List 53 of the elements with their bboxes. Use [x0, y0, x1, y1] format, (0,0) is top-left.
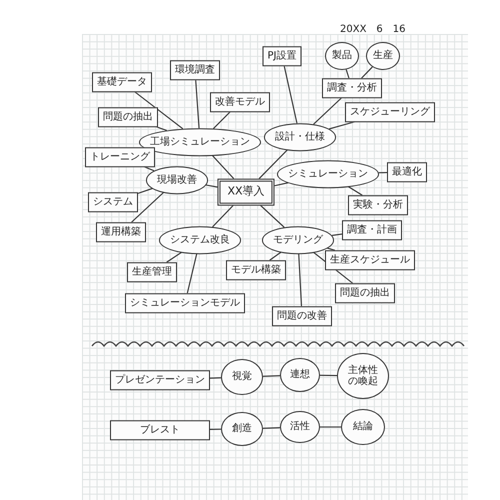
topic-box: 調査・計画: [342, 220, 402, 240]
topic-box: PJ設置: [262, 46, 302, 66]
connector-line: [206, 184, 218, 188]
connector-line: [332, 234, 342, 236]
topic-box: 環境調査: [170, 60, 220, 80]
topic-box: 問題の抽出: [98, 107, 158, 127]
connector-line: [131, 192, 164, 223]
topic-box: 生産管理: [127, 262, 177, 282]
connector-line: [166, 252, 182, 263]
connector-line: [258, 149, 288, 180]
connector-line: [313, 97, 342, 125]
connector-line: [320, 374, 338, 376]
connector-line: [284, 66, 298, 124]
topic-box: 基礎データ: [92, 72, 152, 92]
connector-line: [144, 166, 154, 172]
connector-line: [213, 111, 231, 129]
connector-line: [260, 204, 285, 228]
connector-line: [262, 427, 280, 429]
topic-box: システム: [88, 192, 138, 212]
topic-box: 生産スケジュール: [325, 250, 415, 270]
topic-box: 改善モデル: [210, 92, 270, 112]
connector-line: [212, 204, 234, 228]
topic-box: モデル構築: [226, 260, 286, 280]
date-text: 20XX 6 16: [340, 23, 406, 36]
topic-box: シミュレーションモデル: [125, 293, 245, 313]
connector-line: [262, 375, 280, 377]
connector-line: [195, 80, 200, 128]
connector-line: [328, 121, 356, 130]
connector-line: [298, 254, 302, 306]
topic-box: プレゼンテーション: [110, 370, 210, 390]
connector-line: [348, 186, 363, 196]
topic-box: トレーニング: [85, 147, 155, 167]
topic-box: ブレスト: [110, 420, 210, 440]
topic-box: 問題の抽出: [335, 283, 395, 303]
connector-line: [134, 91, 184, 130]
topic-box: 実験・分析: [348, 195, 408, 215]
connector-line: [269, 252, 282, 261]
connector-line: [186, 254, 198, 294]
connector-line: [274, 182, 289, 186]
connector-line: [320, 426, 341, 428]
connector-line: [210, 428, 221, 430]
connector-line: [212, 155, 234, 180]
connector-line: [361, 66, 373, 79]
connector-line: [138, 188, 153, 194]
central-topic-box: XX導入: [217, 178, 275, 206]
connector-line: [210, 377, 222, 379]
topic-box: スケジューリング: [345, 102, 435, 122]
topic-box: 問題の改善: [272, 306, 332, 326]
topic-box: 運用構築: [96, 222, 146, 242]
connector-line: [346, 69, 350, 78]
topic-box: 最適化: [387, 162, 427, 182]
connector-line: [156, 126, 167, 131]
topic-box: 調査・分析: [322, 78, 382, 98]
